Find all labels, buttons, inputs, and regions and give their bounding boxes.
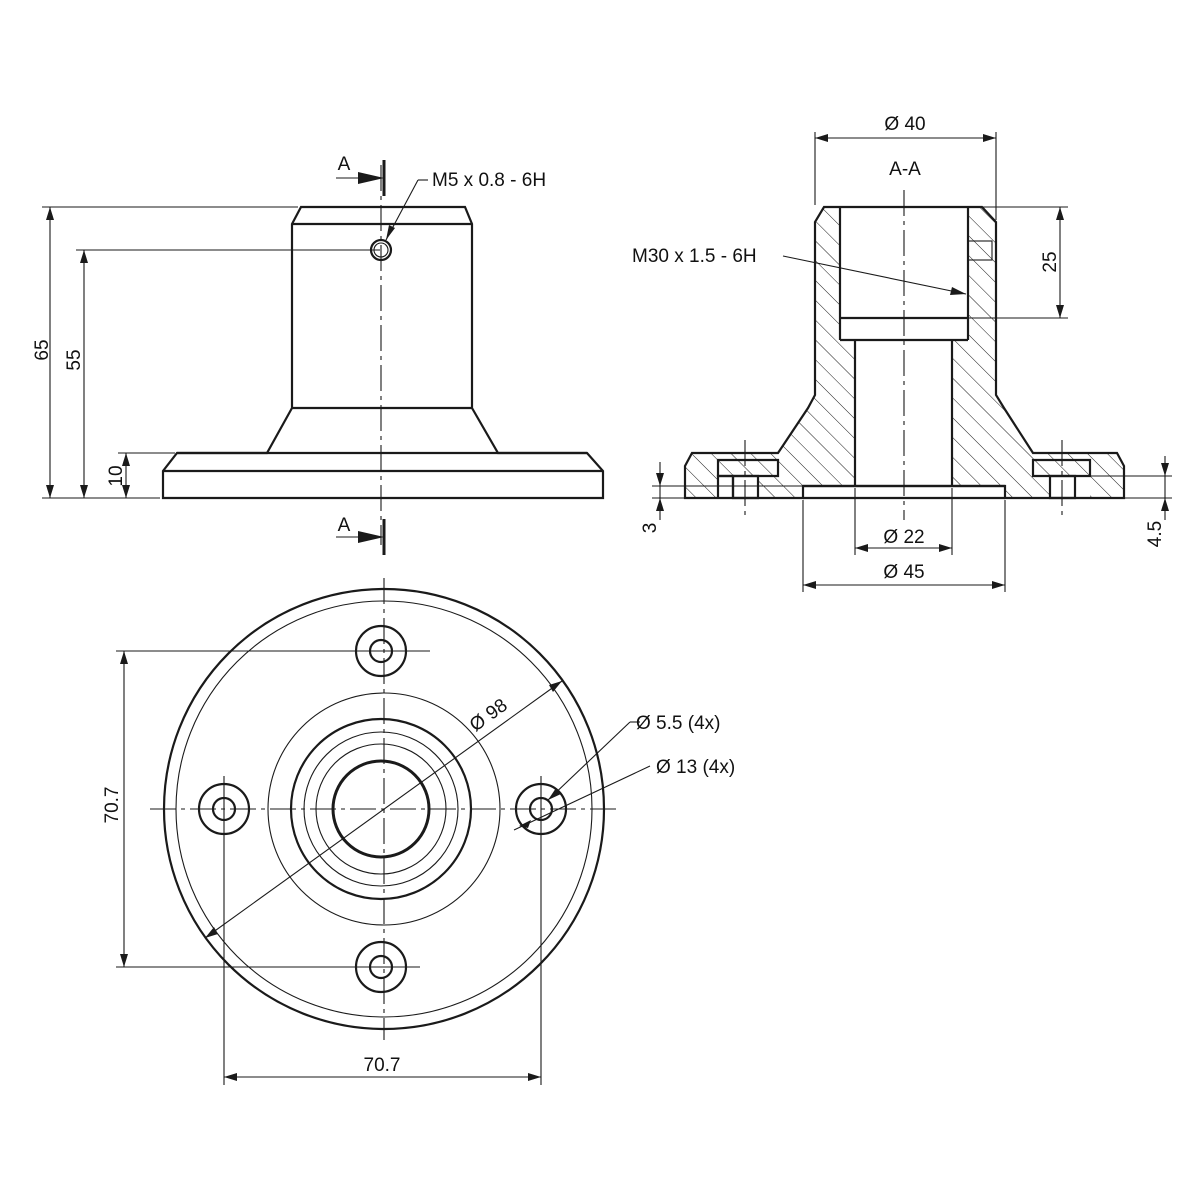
m30-thread-callout: M30 x 1.5 - 6H xyxy=(632,246,757,267)
dim-flange-thickness: 10 xyxy=(106,465,127,486)
dim-hole-spacing-horizontal: 70.7 xyxy=(364,1055,401,1076)
section-view: A-A Ø 40 M30 x 1.5 - 6H 25 3 4.5 xyxy=(632,114,1172,592)
m5-thread-callout: M5 x 0.8 - 6H xyxy=(432,170,546,191)
hole-callout: Ø 5.5 (4x) xyxy=(636,713,720,734)
dim-recess-depth: 3 xyxy=(640,523,661,534)
section-title: A-A xyxy=(889,159,921,180)
dim-outer-diameter: Ø 40 xyxy=(884,114,925,135)
front-view-outline xyxy=(161,205,605,500)
top-view: Ø 98 Ø 5.5 (4x) Ø 13 (4x) 70.7 70.7 xyxy=(102,578,735,1085)
dim-thread-depth: 25 xyxy=(1040,251,1061,272)
dim-hole-spacing-vertical: 70.7 xyxy=(102,787,123,824)
dim-bore-diameter: Ø 22 xyxy=(883,527,924,548)
dim-recess-diameter: Ø 45 xyxy=(883,562,924,583)
front-view: A A M5 x 0.8 - 6H 65 55 10 xyxy=(32,154,605,555)
dim-counterbore-depth: 4.5 xyxy=(1145,521,1166,547)
dim-overall-height: 65 xyxy=(32,339,53,360)
dim-hole-height: 55 xyxy=(64,349,85,370)
counterbore-callout: Ø 13 (4x) xyxy=(656,757,735,778)
dim-flange-diameter: Ø 98 xyxy=(466,695,512,736)
section-mark-top: A xyxy=(338,154,351,175)
section-mark-bottom: A xyxy=(338,515,351,536)
